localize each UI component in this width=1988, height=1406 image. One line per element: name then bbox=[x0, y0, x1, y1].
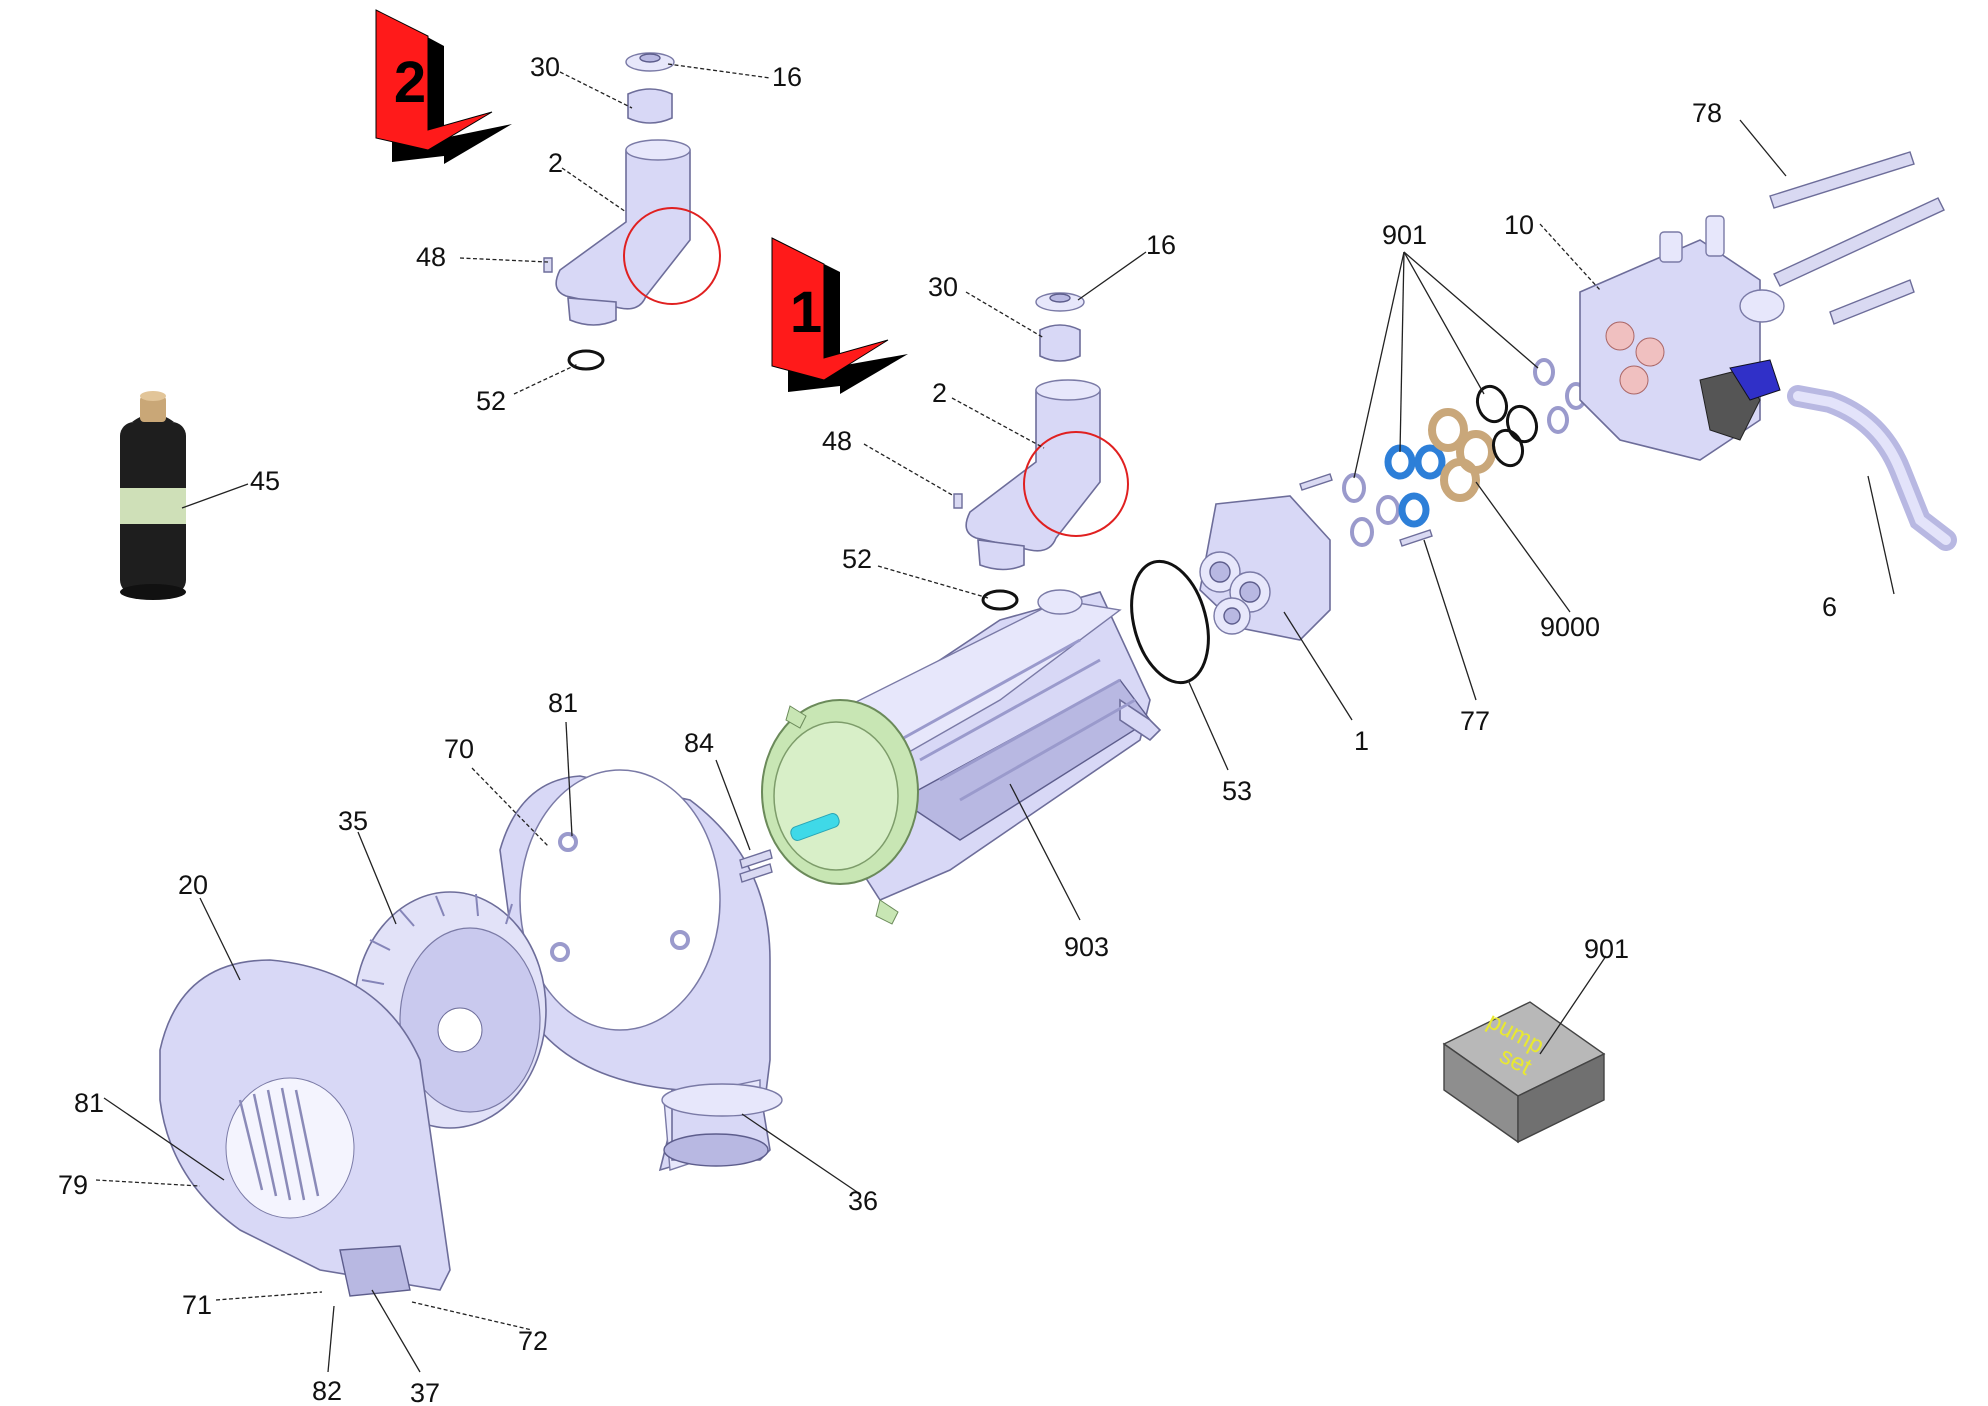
callout-9000: 9000 bbox=[1540, 612, 1600, 642]
motor-shaft bbox=[790, 813, 840, 841]
callout-84: 84 bbox=[684, 728, 714, 758]
callout-30-top: 30 bbox=[530, 52, 560, 82]
inlet-assembly-variant-2 bbox=[543, 52, 721, 371]
callout-52-top: 52 bbox=[476, 386, 506, 416]
callout-45: 45 bbox=[250, 466, 280, 496]
outlet-duct-36 bbox=[661, 1083, 783, 1167]
callout-81-top: 81 bbox=[548, 688, 578, 718]
callout-30: 30 bbox=[928, 272, 958, 302]
callout-903: 903 bbox=[1064, 932, 1109, 962]
inlet-assembly-variant-1 bbox=[953, 292, 1129, 611]
callout-72: 72 bbox=[518, 1326, 548, 1356]
callout-79: 79 bbox=[58, 1170, 88, 1200]
oring-52 bbox=[981, 589, 1019, 611]
marker-2-label: 2 bbox=[394, 50, 426, 115]
callout-48: 48 bbox=[822, 426, 852, 456]
callout-1: 1 bbox=[1354, 726, 1369, 756]
callout-20: 20 bbox=[178, 870, 208, 900]
callout-70: 70 bbox=[444, 734, 474, 764]
callout-71: 71 bbox=[182, 1290, 212, 1320]
pump-head-1 bbox=[1199, 473, 1333, 641]
callout-77: 77 bbox=[1460, 706, 1490, 736]
pump-housing-903 bbox=[761, 589, 1162, 925]
callout-82: 82 bbox=[312, 1376, 342, 1406]
marker-1: 1 bbox=[771, 237, 908, 394]
pump-set-box: pump set bbox=[1442, 1001, 1606, 1144]
marker-2: 2 bbox=[375, 9, 512, 164]
callout-901: 901 bbox=[1584, 934, 1629, 964]
callout-labels: 30 16 2 48 52 16 30 2 48 52 45 901 10 78… bbox=[58, 52, 1837, 1406]
callout-2: 2 bbox=[932, 378, 947, 408]
highlight-circle-top bbox=[623, 207, 721, 305]
leader-lines bbox=[95, 63, 1895, 1373]
callout-78: 78 bbox=[1692, 98, 1722, 128]
oring-53 bbox=[1130, 559, 1210, 685]
marker-1-label: 1 bbox=[790, 280, 822, 345]
callout-16-top: 16 bbox=[772, 62, 802, 92]
callout-6: 6 bbox=[1822, 592, 1837, 622]
elbow-2-top bbox=[555, 143, 691, 310]
valve-block-10 bbox=[1579, 215, 1785, 461]
fan-cover-20 bbox=[159, 959, 451, 1297]
callout-81: 81 bbox=[74, 1088, 104, 1118]
bolts-78 bbox=[1769, 151, 1945, 325]
seal-kit bbox=[1342, 358, 1587, 547]
callout-35: 35 bbox=[338, 806, 368, 836]
callout-36: 36 bbox=[848, 1186, 878, 1216]
callout-2-top: 2 bbox=[548, 148, 563, 178]
callout-37: 37 bbox=[410, 1378, 440, 1406]
highlight-circle bbox=[1023, 431, 1129, 537]
callout-53: 53 bbox=[1222, 776, 1252, 806]
elbow-2 bbox=[965, 383, 1101, 552]
plug-30 bbox=[1039, 324, 1081, 362]
callout-10: 10 bbox=[1504, 210, 1534, 240]
fan-housing-70 bbox=[499, 769, 771, 1172]
oring-52-top bbox=[567, 349, 605, 371]
callout-48-top: 48 bbox=[416, 242, 446, 272]
plug-30-top bbox=[627, 88, 673, 124]
pins-84 bbox=[739, 849, 773, 883]
callout-901-top: 901 bbox=[1382, 220, 1427, 250]
callout-16: 16 bbox=[1146, 230, 1176, 260]
callout-52: 52 bbox=[842, 544, 872, 574]
bottle-45 bbox=[120, 391, 186, 600]
